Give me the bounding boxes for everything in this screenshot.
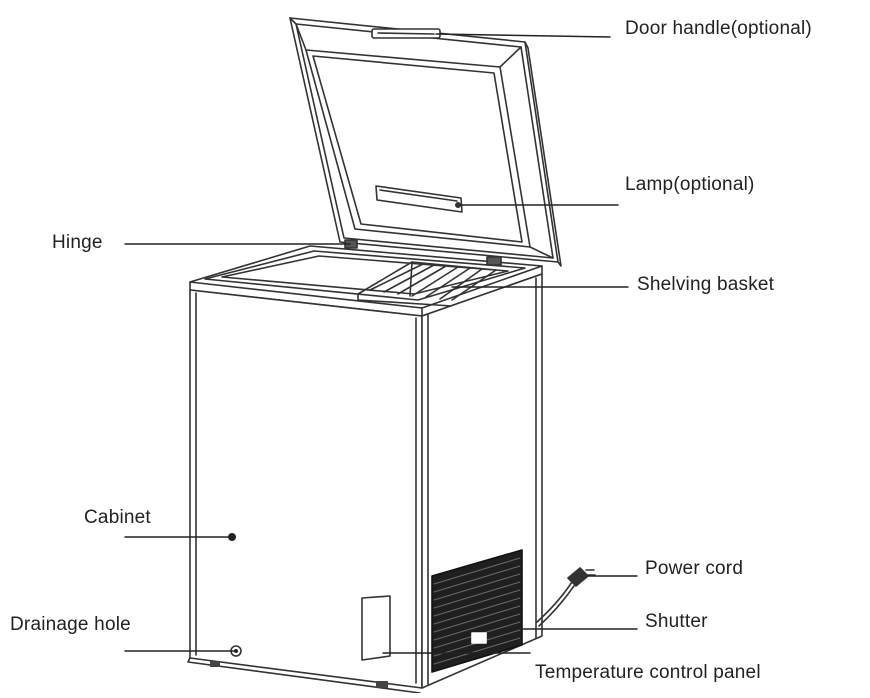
feet (210, 661, 388, 688)
label-cabinet: Cabinet (84, 507, 151, 528)
lid (289, 17, 562, 267)
leader-door-handle (435, 33, 611, 38)
label-lamp: Lamp(optional) (625, 174, 755, 195)
label-temperature-control-panel: Temperature control panel (535, 662, 761, 683)
label-shutter: Shutter (645, 611, 708, 632)
temperature-control-panel (361, 595, 391, 661)
power-cord (536, 567, 596, 627)
label-door-handle: Door handle(optional) (625, 18, 812, 39)
lamp (375, 185, 463, 213)
shutter-grille (431, 549, 523, 673)
door-handle (371, 28, 441, 39)
leader-lines (124, 33, 638, 654)
label-hinge: Hinge (52, 232, 103, 253)
label-shelving-basket: Shelving basket (637, 274, 775, 295)
shelving-basket (357, 261, 497, 307)
label-power-cord: Power cord (645, 558, 744, 579)
label-drainage-hole: Drainage hole (10, 614, 131, 635)
